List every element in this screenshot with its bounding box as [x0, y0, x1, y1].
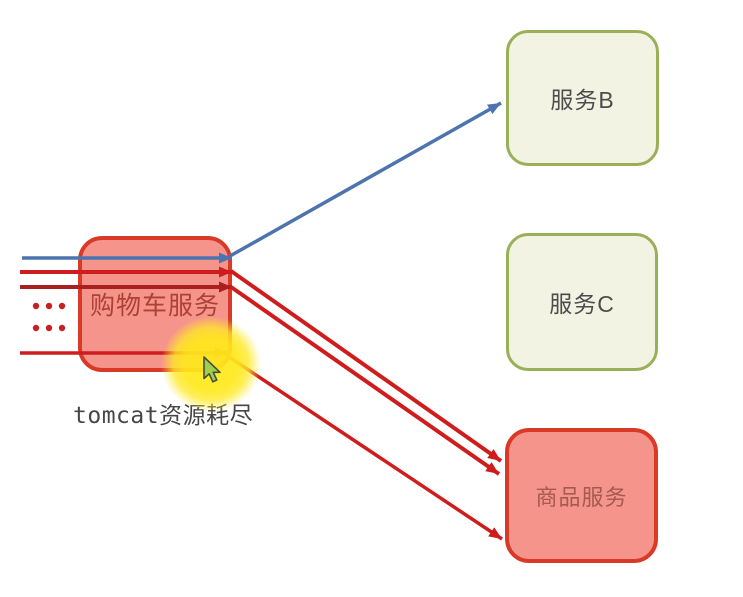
service-b-label: 服务B	[550, 87, 615, 113]
node-product-service: 商品服务	[505, 428, 658, 563]
ellipsis-dots-icon	[32, 302, 66, 332]
annotation-tomcat-exhausted: tomcat资源耗尽	[73, 403, 254, 429]
edge-cart-to-product-1	[229, 269, 503, 463]
service-c-label: 服务C	[549, 291, 615, 317]
node-service-c: 服务C	[506, 233, 658, 371]
node-service-b: 服务B	[506, 30, 659, 166]
edge-cart-to-product-2	[229, 285, 501, 476]
edge-cart-to-product-3	[228, 355, 503, 541]
product-service-label: 商品服务	[535, 484, 628, 510]
node-cart-service: 购物车服务	[78, 236, 232, 372]
edge-cart-to-service-b	[229, 101, 502, 258]
cart-service-label: 购物车服务	[89, 292, 220, 320]
